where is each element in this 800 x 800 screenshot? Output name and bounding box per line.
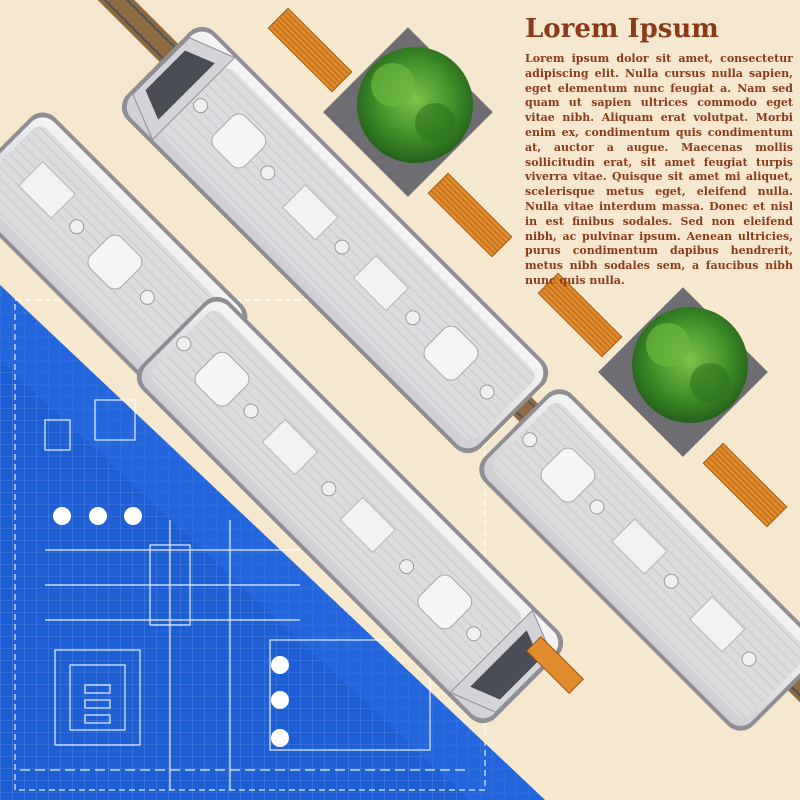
locomotive-icon [121,26,549,454]
train-left [0,112,564,724]
article: Lorem Ipsum Lorem ipsum dolor sit amet, … [525,12,793,289]
article-body: Lorem ipsum dolor sit amet, consectetur … [525,52,793,287]
bench-icon [267,7,788,694]
train-car-icon [479,389,800,731]
article-title: Lorem Ipsum [525,14,719,44]
train-car-icon [0,112,248,398]
train-right [121,26,800,731]
blueprint-plan [0,285,545,800]
locomotive-icon [136,296,564,724]
